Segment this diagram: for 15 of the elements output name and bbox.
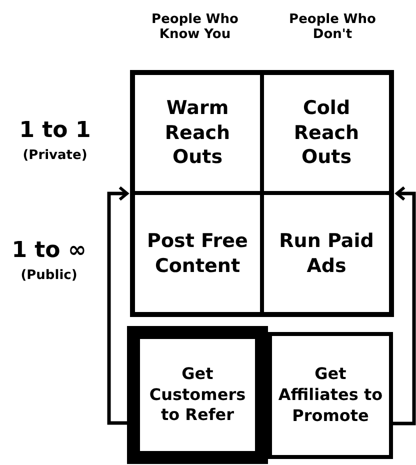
row-label: (Public) <box>20 268 78 283</box>
matrix-cell: Get Affiliates to Promote <box>268 332 393 459</box>
loop-arrow <box>107 186 128 425</box>
loop-arrow <box>393 186 416 426</box>
matrix-cell: Post Free Content <box>135 193 262 312</box>
matrix-cell: Cold Reach Outs <box>262 75 389 193</box>
matrix-cell: Run Paid Ads <box>262 193 389 312</box>
row-label: (Private) <box>22 148 88 163</box>
matrix-grid <box>130 70 394 317</box>
row-label: 1 to ∞ <box>10 238 88 263</box>
matrix-cell: Warm Reach Outs <box>135 75 262 193</box>
column-header: People Who Know You <box>150 12 240 42</box>
matrix-cell: Get Customers to Refer <box>127 326 268 464</box>
row-label: 1 to 1 <box>18 118 92 143</box>
column-header: People Who Don't <box>288 12 377 42</box>
